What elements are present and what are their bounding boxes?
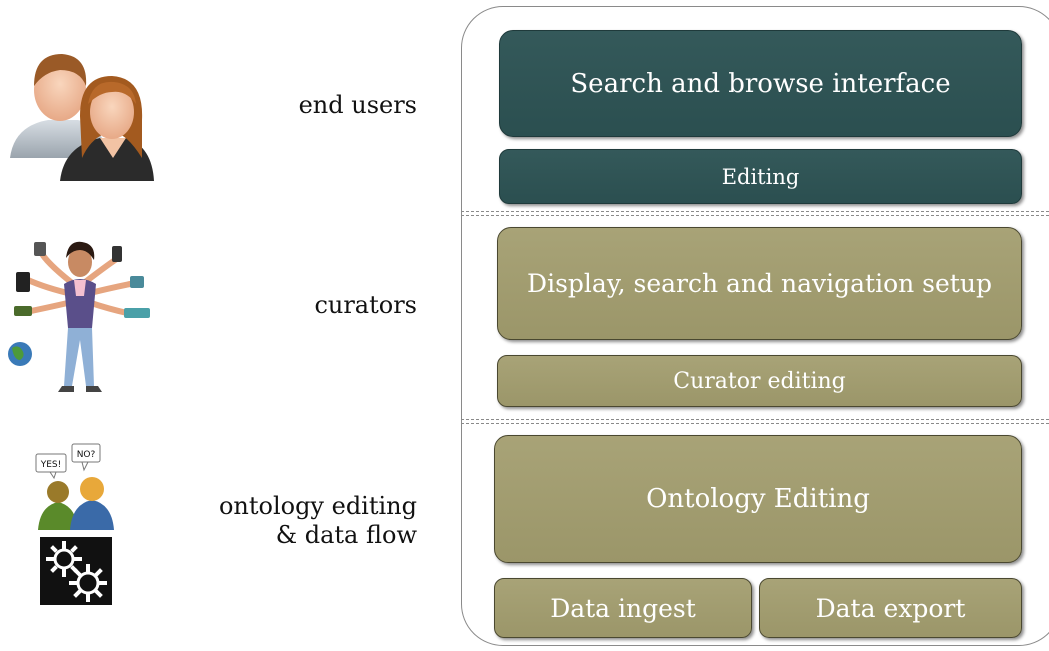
architecture-frame: [461, 6, 1049, 646]
discussion-icon: YES! NO?: [35, 443, 114, 530]
search-browse-box: Search and browse interface: [499, 30, 1022, 137]
role-ontology-editing: ontology editing & data flow: [219, 492, 417, 550]
data-export-box: Data export: [759, 578, 1022, 638]
data-ingest-box: Data ingest: [494, 578, 752, 638]
layer-separator: [461, 211, 1049, 216]
gears-icon: [40, 537, 112, 605]
layer-separator: [461, 419, 1049, 424]
editing-box: Editing: [499, 149, 1022, 204]
role-ontology-line2: & data flow: [275, 521, 417, 549]
speech-no: NO?: [77, 450, 96, 460]
role-ontology-line1: ontology editing: [218, 492, 417, 520]
display-setup-box: Display, search and navigation setup: [497, 227, 1022, 340]
role-curators: curators: [314, 291, 417, 319]
ontology-editing-box: Ontology Editing: [494, 435, 1022, 563]
curator-editing-box: Curator editing: [497, 355, 1022, 407]
users-icon: [10, 54, 154, 181]
role-end-users: end users: [298, 91, 417, 119]
curator-multitasking-icon: [8, 241, 150, 392]
speech-yes: YES!: [40, 460, 62, 470]
